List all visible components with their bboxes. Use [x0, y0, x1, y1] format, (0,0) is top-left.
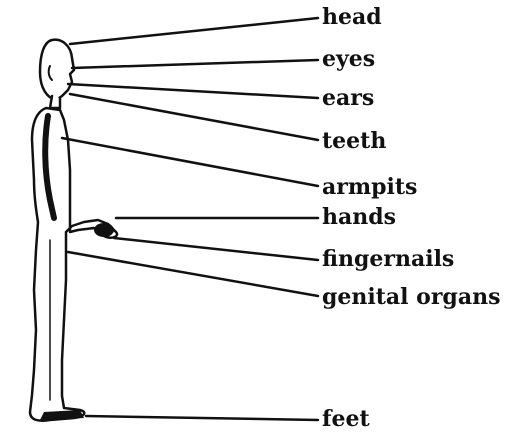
figure-head [40, 40, 74, 100]
label-teeth: teeth [322, 130, 386, 152]
pointer-ears [68, 84, 318, 98]
label-armpits: armpits [322, 176, 417, 198]
label-eyes: eyes [322, 48, 375, 70]
pointer-eyes [72, 60, 318, 68]
pointer-head [70, 18, 318, 44]
pointer-genital-organs [68, 252, 318, 296]
pointer-teeth [70, 94, 318, 140]
figure-neck [50, 96, 60, 108]
pointer-lines [62, 18, 318, 420]
human-figure [30, 40, 117, 421]
label-ears: ears [322, 87, 374, 109]
label-head: head [322, 6, 382, 28]
figure-hand [94, 223, 114, 237]
label-feet: feet [322, 408, 370, 430]
label-fingernails: fingernails [322, 248, 454, 270]
pointer-feet [86, 416, 318, 420]
label-genital-organs: genital organs [322, 286, 500, 308]
label-hands: hands [322, 206, 396, 228]
pointer-fingernails [114, 238, 318, 260]
pointer-armpits [62, 138, 318, 186]
